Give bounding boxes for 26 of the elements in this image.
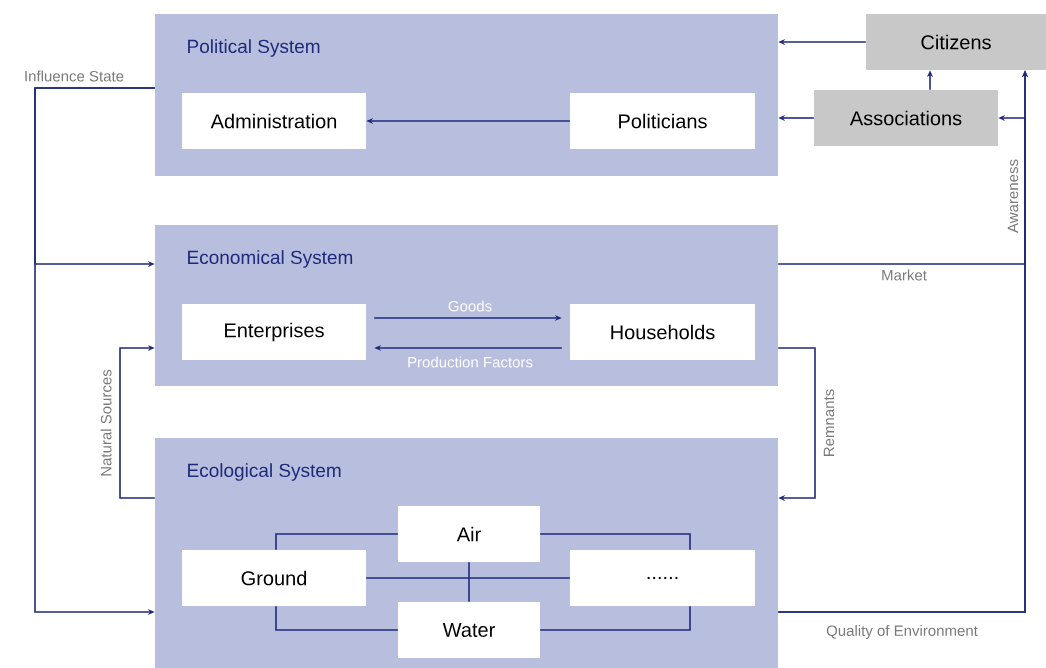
edge-label: Remnants [823, 389, 835, 456]
connector [365, 577, 571, 579]
connector [539, 533, 691, 551]
component-box: Politicians [570, 93, 755, 149]
connector [539, 605, 691, 631]
flow-label: Awareness [1007, 159, 1019, 233]
component-box: Households [570, 304, 755, 360]
actor-box: Citizens [866, 14, 1046, 70]
connector [468, 561, 470, 603]
connector [777, 347, 816, 502]
edge-label: Production Factors [408, 356, 533, 368]
connector [119, 344, 156, 499]
component-box: Enterprises [182, 304, 366, 360]
component-box: Administration [182, 93, 366, 149]
component-box: Ground [182, 550, 366, 606]
component-box: Air [398, 506, 540, 562]
edge-label: Quality of Environment [826, 625, 978, 639]
connector [275, 533, 399, 551]
component-box: Water [398, 602, 540, 658]
edge-label: Natural Sources [100, 369, 112, 476]
component-box: ...... [570, 550, 755, 606]
flow-label: Influence State [25, 70, 124, 82]
connector [275, 605, 399, 631]
edge-label: Goods [448, 300, 492, 312]
edge-label: Market [882, 269, 927, 281]
actor-box: Associations [814, 90, 998, 146]
